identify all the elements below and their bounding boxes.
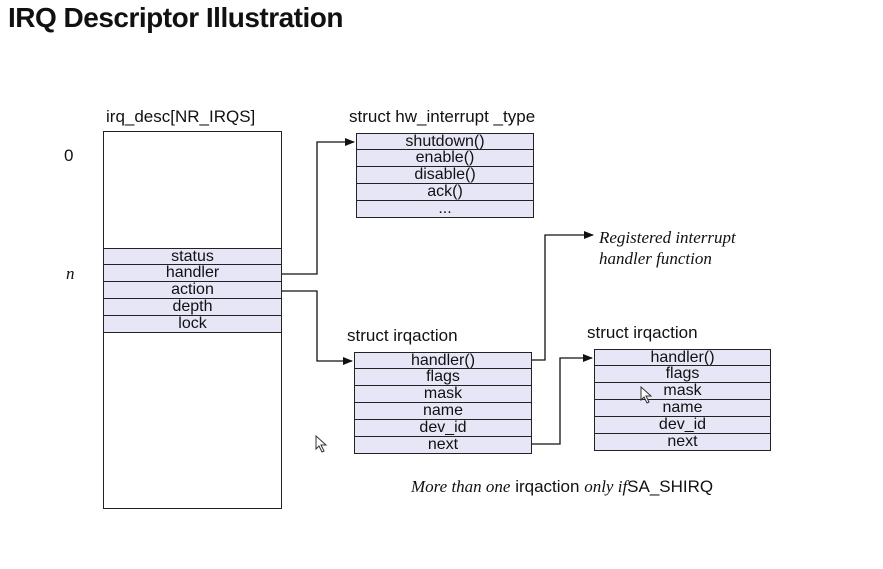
arrow-next-to-irqaction-2 xyxy=(532,354,593,445)
irqaction-2-field-name: name xyxy=(594,400,771,417)
note-line-2: handler function xyxy=(599,249,712,268)
irqaction-2-label: struct irqaction xyxy=(587,323,698,342)
irq-desc-field-lock: lock xyxy=(103,316,282,333)
mouse-cursor-icon xyxy=(640,386,653,404)
footnote-part-4: SA_SHIRQ xyxy=(627,477,714,496)
irq-desc-field-action: action xyxy=(103,282,282,299)
irqaction-1-field-name: name xyxy=(354,403,532,420)
irqaction-1-label: struct irqaction xyxy=(347,326,458,345)
irqaction-1-fields: handler() flags mask name dev_id next xyxy=(354,352,532,454)
irqaction-1-field-next: next xyxy=(354,437,532,454)
footnote-part-1: More than one xyxy=(411,477,511,496)
arrow-action-to-irqaction xyxy=(282,290,353,365)
irqaction-1-field-mask: mask xyxy=(354,386,532,403)
hw-field-shutdown: shutdown() xyxy=(356,133,534,150)
footnote-part-2: irqaction xyxy=(515,477,580,496)
irq-desc-field-depth: depth xyxy=(103,299,282,316)
irqaction-2-field-dev-id: dev_id xyxy=(594,417,771,434)
arrow-handler-to-function xyxy=(532,231,594,361)
hw-field-disable: disable() xyxy=(356,167,534,184)
page-title: IRQ Descriptor Illustration xyxy=(8,2,344,33)
irqaction-2-fields: handler() flags mask name dev_id next xyxy=(594,349,771,451)
registered-handler-note: Registered interrupt handler function xyxy=(599,227,736,269)
hw-interrupt-type-label: struct hw_interrupt _type xyxy=(349,107,536,126)
hw-field-enable: enable() xyxy=(356,150,534,167)
index-zero-label: 0 xyxy=(64,146,74,165)
footnote: More than one irqaction only ifSA_SHIRQ xyxy=(411,477,713,497)
irqaction-2-field-flags: flags xyxy=(594,366,771,383)
hw-field-ack: ack() xyxy=(356,184,534,201)
irq-desc-field-handler: handler xyxy=(103,265,282,282)
irqaction-1-field-dev-id: dev_id xyxy=(354,420,532,437)
irqaction-2-field-mask: mask xyxy=(594,383,771,400)
irq-desc-field-status: status xyxy=(103,248,282,265)
index-n-label: n xyxy=(66,264,75,283)
irq-desc-fields: status handler action depth lock xyxy=(103,248,282,333)
irqaction-1-field-flags: flags xyxy=(354,369,532,386)
irqaction-2-field-handler: handler() xyxy=(594,349,771,366)
arrow-handler-to-hw-type xyxy=(282,138,355,275)
irqaction-1-field-handler: handler() xyxy=(354,352,532,369)
footnote-part-3: only if xyxy=(584,477,628,496)
hw-field-ellipsis: ... xyxy=(356,201,534,218)
mouse-cursor-icon xyxy=(315,435,328,453)
irq-desc-label: irq_desc[NR_IRQS] xyxy=(106,107,256,126)
note-line-1: Registered interrupt xyxy=(599,228,736,247)
hw-interrupt-type-fields: shutdown() enable() disable() ack() ... xyxy=(356,133,534,218)
irqaction-2-field-next: next xyxy=(594,434,771,451)
